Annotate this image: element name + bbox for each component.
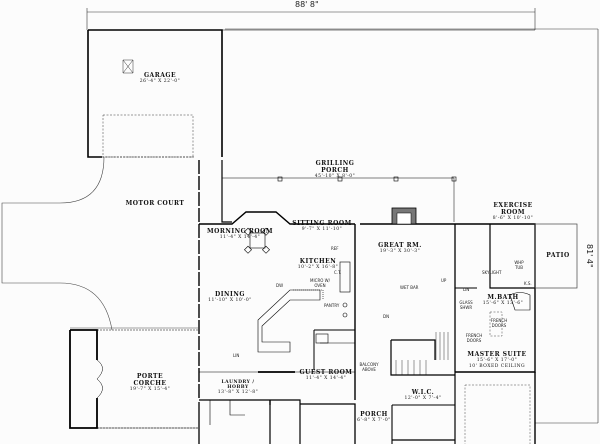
label-ref: REF — [331, 246, 339, 251]
room-master-bath: M.BATH 15'-6" X 13'-6" — [482, 294, 524, 306]
label-whirlpool-tub: WHP TUB — [514, 260, 524, 270]
dimension-lines — [86, 8, 599, 424]
label-dn: DN — [383, 314, 390, 319]
porte-cochere — [69, 329, 198, 429]
stairs — [395, 332, 449, 375]
room-motor-court: MOTOR COURT — [125, 200, 185, 207]
skylight — [489, 311, 503, 337]
whirlpool-tub — [509, 292, 531, 311]
room-exercise: EXERCISE ROOM 8'-6" X 10'-10" — [492, 202, 534, 221]
label-micro-oven: MICRO W/ OVEN — [310, 278, 330, 288]
room-kitchen: KITCHEN 10'-2" X 16'-8" — [297, 258, 339, 270]
kitchen-island — [257, 261, 351, 353]
label-french-doors-suite: FRENCH DOORS — [465, 333, 483, 343]
room-great-room: GREAT RM. 19'-3" X 30'-3" — [378, 242, 422, 254]
room-porch: PORCH 6'-8" X 7'-0" — [357, 411, 391, 423]
label-ks: K.S. — [524, 281, 532, 286]
label-glass-shower: GLASS SHWR — [459, 300, 473, 310]
label-lin-bath: LIN — [463, 287, 470, 292]
label-french-doors-bath: FRENCH DOORS — [490, 318, 508, 328]
table-icon — [244, 227, 270, 254]
label-ct: C.T. — [334, 270, 342, 275]
room-patio: PATIO — [546, 252, 570, 259]
width-dimension: 88' 8" — [295, 0, 319, 9]
label-up: UP — [441, 278, 447, 283]
patio-outline — [534, 223, 578, 289]
label-pantry: PANTRY — [324, 303, 340, 308]
room-garage: GARAGE 26'-4" X 22'-0" — [139, 72, 181, 84]
label-skylight: SKYLIGHT — [482, 270, 502, 275]
label-balcony-above: BALCONY ABOVE — [359, 362, 379, 372]
room-guest: GUEST ROOM 11'-4" X 14'-4" — [299, 369, 353, 381]
room-wic: W.I.C. 12'-0" X 7'-4" — [404, 389, 442, 401]
garage — [87, 29, 535, 158]
label-dw: DW — [276, 283, 284, 288]
room-master-suite: MASTER SUITE 15'-6" X 17'-0" 10' BOXED C… — [467, 351, 527, 369]
room-porte-cochere: PORTE CORCHE 19'-7" X 15'-4" — [129, 373, 171, 392]
room-dining: DINING 11'-10" X 10'-0" — [208, 291, 252, 303]
room-sitting-room: SITTING ROOM 9'-7" X 11'-10" — [292, 220, 352, 232]
room-laundry: LAUNDRY / HOBBY 13'-8" X 12'-8" — [217, 380, 259, 395]
boxed-ceiling — [464, 384, 531, 448]
label-lin-laundry: LIN — [233, 353, 240, 358]
room-grilling-porch: GRILLING PORCH 45'-10" X 8'-0" — [314, 160, 356, 179]
label-wet-bar: WET BAR — [400, 285, 419, 290]
depth-dimension: 81' 4" — [585, 244, 594, 268]
room-morning-room: MORNING ROOM 11'-4" X 14'-4" — [207, 228, 273, 240]
